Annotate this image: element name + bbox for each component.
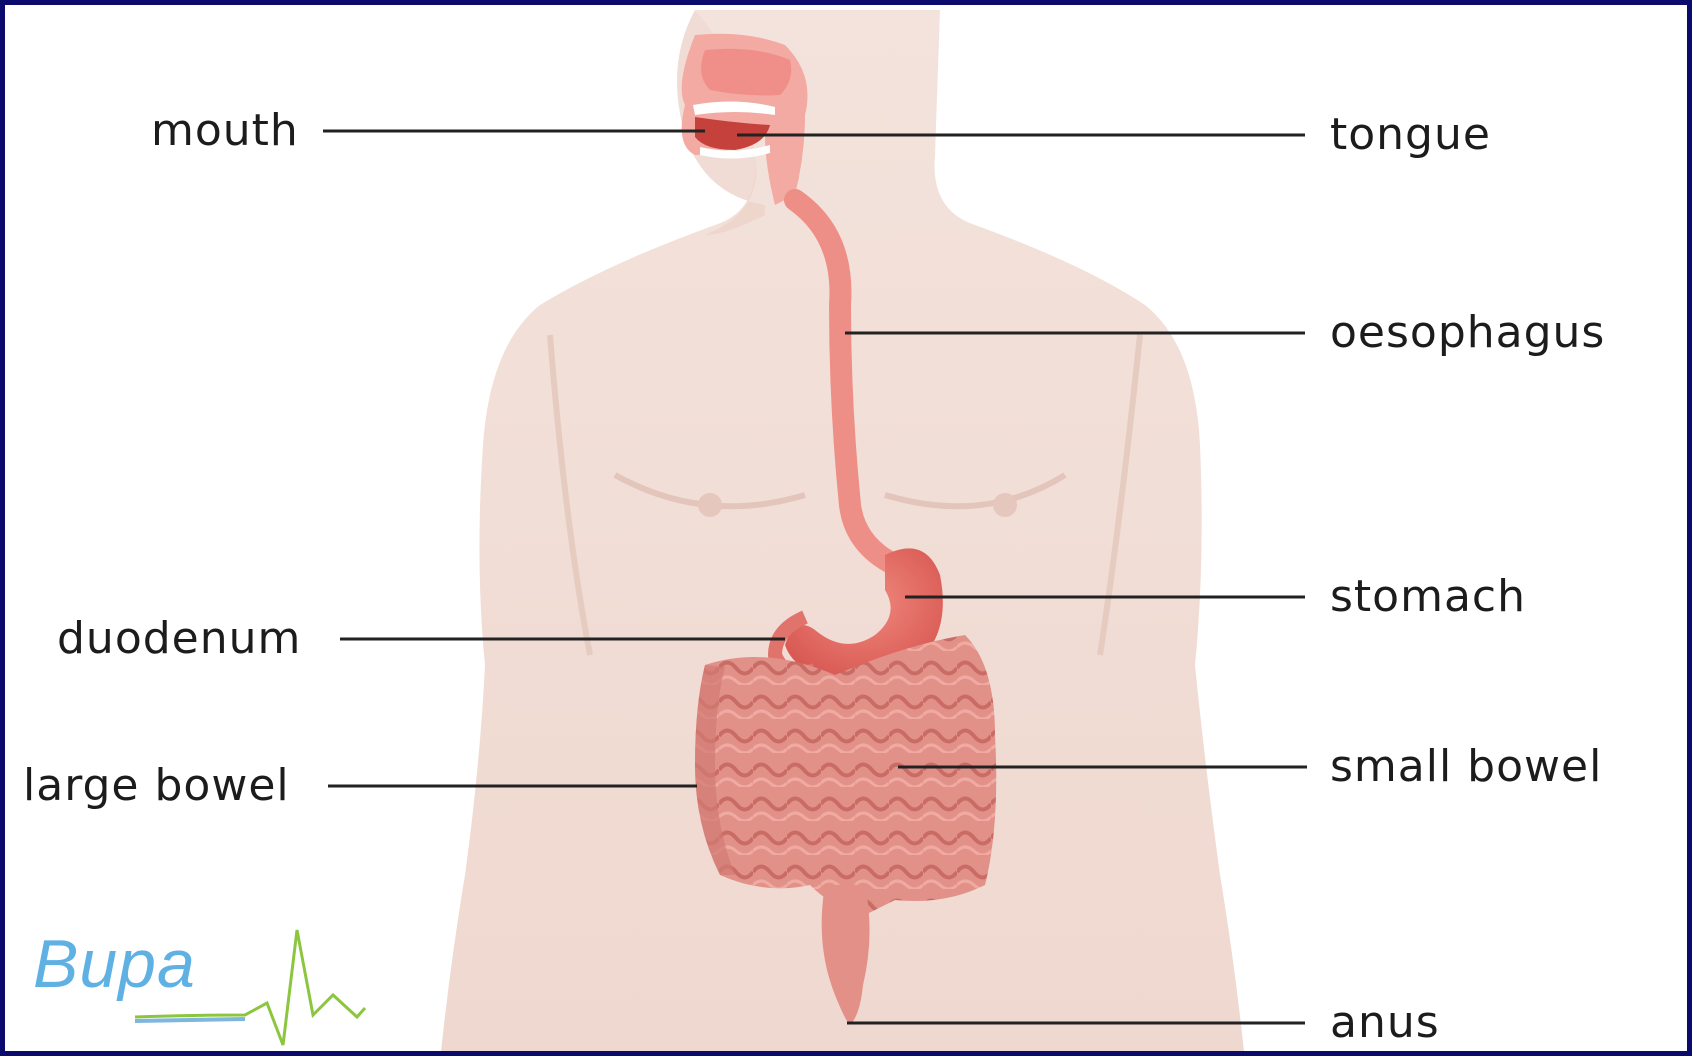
label-mouth: mouth: [151, 109, 299, 153]
label-oesophagus: oesophagus: [1330, 311, 1605, 355]
label-duodenum: duodenum: [57, 617, 301, 661]
label-large-bowel: large bowel: [23, 764, 290, 808]
digestive-system-illustration: [5, 5, 1692, 1056]
label-anus: anus: [1330, 1001, 1440, 1045]
bupa-logo: Bupa: [33, 925, 196, 1003]
label-small-bowel: small bowel: [1330, 745, 1602, 789]
label-tongue: tongue: [1330, 113, 1491, 157]
label-stomach: stomach: [1330, 575, 1526, 619]
